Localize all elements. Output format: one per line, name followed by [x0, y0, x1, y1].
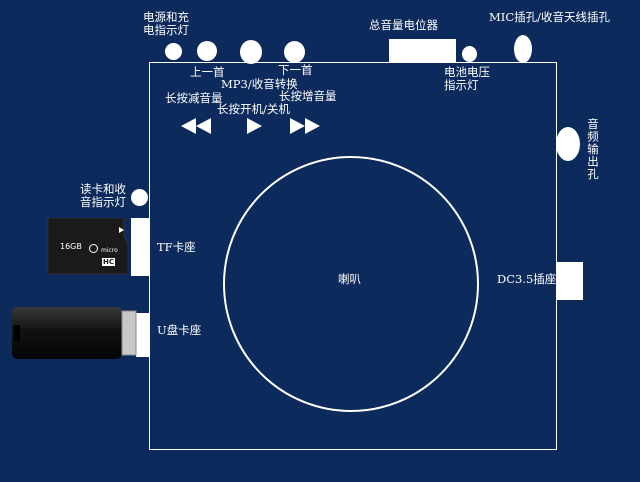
mic-jack-label: MIC插孔/收音天线插孔 — [489, 10, 610, 24]
vol-up-label: 长按增音量 — [279, 89, 337, 103]
dc-jack-label: DC3.5插座 — [497, 272, 557, 286]
master-volume-label: 总音量电位器 — [369, 18, 438, 32]
usb-slot-label: U盘卡座 — [157, 323, 202, 337]
usb-stick-image — [10, 305, 138, 365]
battery-indicator-label-line1: 电池电压 — [444, 65, 490, 79]
mode-switch-label: MP3/收音转换 — [221, 77, 298, 91]
sd-capacity: 16GB — [60, 242, 82, 251]
power-indicator-label-line1: 电源和充 — [143, 10, 189, 24]
board-outline — [149, 62, 557, 450]
sd-brand: micro — [101, 247, 118, 254]
rewind-icon[interactable] — [181, 118, 211, 134]
next-track-label: 下一首 — [278, 63, 313, 77]
prev-track-button[interactable] — [197, 41, 217, 61]
battery-indicator-label-line2: 指示灯 — [444, 78, 479, 92]
usb-slot[interactable] — [136, 313, 149, 357]
master-volume-knob[interactable] — [389, 39, 456, 63]
audio-out-label: 音频输出孔 — [586, 118, 600, 181]
dc-jack[interactable] — [557, 262, 583, 300]
audio-out-jack[interactable] — [556, 127, 580, 161]
sd-class-icon — [89, 244, 98, 253]
card-indicator-label-line1: 读卡和收 — [80, 182, 126, 196]
tf-slot[interactable] — [131, 218, 149, 276]
card-indicator-label-line2: 音指示灯 — [80, 195, 126, 209]
fast-forward-icon[interactable] — [290, 118, 320, 134]
battery-indicator-led — [462, 46, 477, 62]
power-indicator-led — [165, 43, 182, 60]
battery-indicator-label: 电池电压 指示灯 — [444, 66, 490, 92]
power-indicator-label: 电源和充 电指示灯 — [143, 11, 189, 37]
tf-slot-label: TF卡座 — [157, 240, 196, 254]
sd-hc-badge: HC — [102, 258, 115, 266]
play-power-button[interactable] — [240, 40, 262, 64]
next-track-button[interactable] — [284, 41, 305, 63]
sd-card-image: 16GB micro HC — [46, 217, 129, 280]
card-indicator-led — [131, 189, 148, 206]
power-onoff-label: 长按开机/关机 — [217, 102, 290, 116]
power-indicator-label-line2: 电指示灯 — [143, 23, 189, 37]
speaker-label: 喇叭 — [338, 272, 361, 286]
prev-track-label: 上一首 — [190, 65, 225, 79]
play-icon[interactable] — [247, 118, 262, 134]
vol-down-label: 长按减音量 — [165, 91, 223, 105]
speaker-circle — [223, 156, 479, 412]
card-indicator-label: 读卡和收 音指示灯 — [80, 183, 126, 209]
mic-jack[interactable] — [514, 35, 532, 63]
